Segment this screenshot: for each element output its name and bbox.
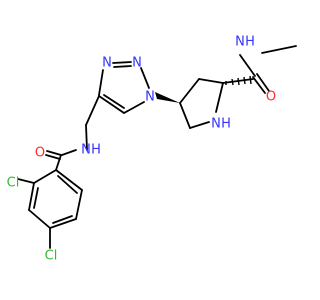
atom-n1-triazole: N [145, 90, 155, 105]
bond-carbonyl-o-b [256, 73, 270, 92]
bond-nh-carbonyl [61, 149, 77, 156]
bond-c4-c3 [179, 78, 200, 104]
atom-o-amide-methyl: O [266, 90, 276, 105]
bond-tn2-tn3-a [112, 61, 132, 64]
bond-ch2-nh [85, 124, 88, 151]
atom-h-amide-methyl: H [245, 35, 255, 50]
bond-ar2-ar3 [28, 182, 35, 211]
atom-n2-triazole: N [132, 56, 142, 71]
atom-n-benzamide: N [81, 143, 91, 158]
atom-labels: N H O N H N N N N H O Cl Cl [7, 35, 276, 264]
bond-n1-c5 [189, 121, 210, 129]
bond-ar-inner-2 [52, 215, 73, 224]
bond-tc4-tc5-a [98, 95, 125, 114]
bond-c5-c4 [179, 102, 191, 129]
bond-tn1-tn2 [140, 67, 150, 89]
bond-carbonyl-o-b2 [45, 154, 61, 160]
bond-c3-c2 [198, 78, 224, 84]
bond-ar6-ar1 [55, 169, 83, 191]
atom-cl-para: Cl [45, 249, 58, 264]
atom-n-amide-methyl: N [235, 35, 245, 50]
bond-tc4-tc5-b [103, 94, 125, 109]
atom-n-pyrrolidine: N [211, 117, 221, 132]
bond-tc4-ch2 [85, 95, 100, 126]
wedge-bond-c4-triazole [155, 92, 180, 103]
bond-carbonyl-o-a2 [46, 150, 62, 156]
bond-methyl-n [261, 45, 297, 54]
atom-cl-ortho: Cl [7, 176, 20, 191]
bond-ar-inner-1 [33, 187, 39, 209]
atom-o-benzamide: O [35, 146, 45, 161]
atom-h-pyrrolidine: H [221, 117, 231, 132]
bond-ar3-ar4 [28, 209, 51, 229]
bond-ar2-cl [17, 178, 35, 184]
chemical-structure-diagram: N H O N H N N N N H O Cl Cl [7, 35, 297, 264]
bond-carbonyl-o-a [252, 76, 266, 94]
bond-ar-inner-3 [57, 175, 78, 194]
hash-bond-c2-carbonyl [225, 75, 252, 86]
bond-ar4-ar5 [49, 218, 77, 229]
bond-ar1-ar2 [33, 169, 57, 184]
bonds [17, 45, 297, 249]
bond-tc5-tn1 [123, 101, 145, 114]
atom-h-benzamide: H [91, 143, 101, 158]
atom-n3-triazole: N [102, 56, 112, 71]
stereo-bonds [155, 75, 252, 103]
bond-tn2-tn3-b [113, 65, 132, 68]
bond-ar5-ar6 [75, 189, 83, 220]
bond-c2-n1 [215, 82, 224, 113]
bond-n-carbonyl [239, 54, 256, 77]
bond-tn3-tc4 [98, 69, 104, 96]
bond-carbonyl-ring [55, 154, 62, 171]
